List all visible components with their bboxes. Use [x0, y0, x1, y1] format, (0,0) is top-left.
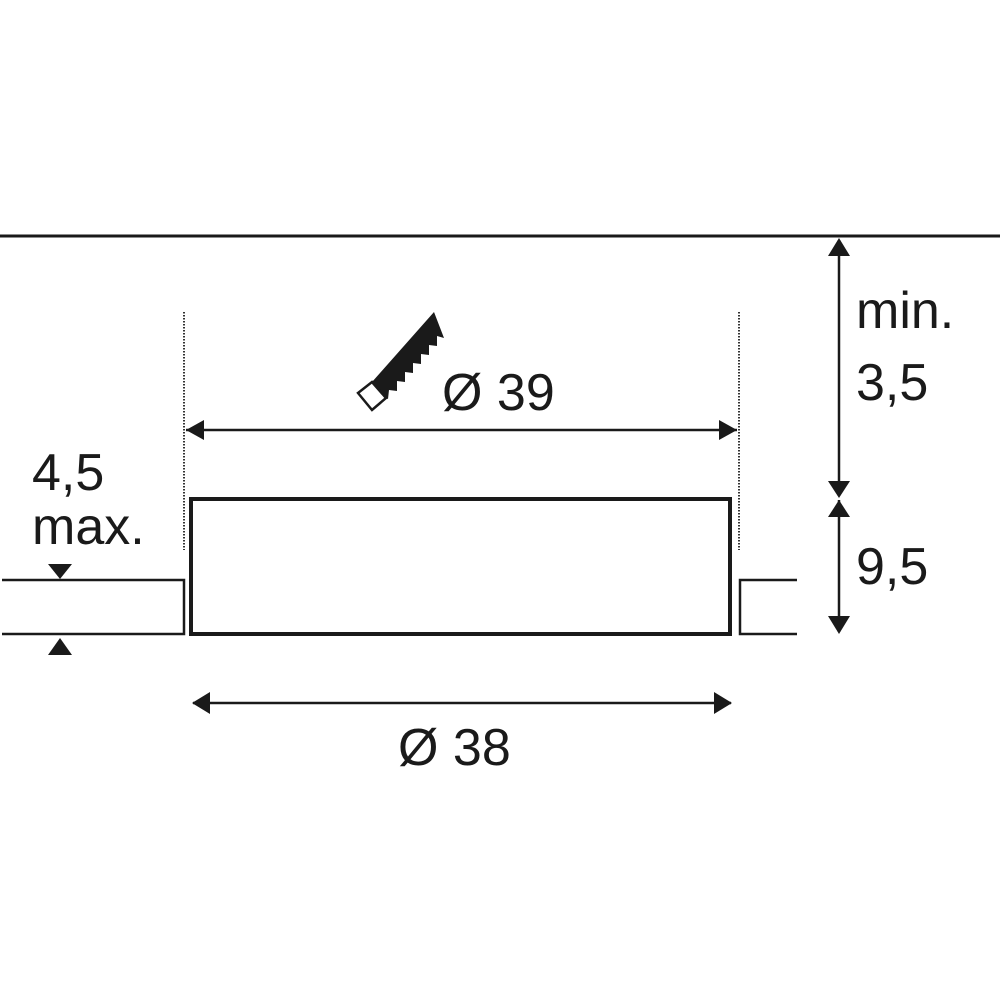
downlight-body [189, 497, 732, 636]
panel-thickness-qualifier: max. [32, 498, 145, 556]
cutout-diameter-arrow [186, 420, 737, 440]
body-height-arrow [828, 500, 850, 634]
ceiling-clearance-qualifier: min. [856, 282, 954, 340]
body-height-value: 9,5 [856, 538, 928, 596]
panel-thickness-value: 4,5 [32, 444, 104, 502]
panel-thickness-arrow-bottom [48, 638, 72, 655]
cutout-diameter-label: Ø 39 [442, 364, 555, 422]
ceiling-clearance-value: 3,5 [856, 354, 928, 412]
panel-thickness-arrow-top [48, 564, 72, 579]
body-diameter-label: Ø 38 [398, 719, 511, 777]
ceiling-panel-right [738, 578, 797, 636]
ceiling-clearance-arrow [828, 238, 850, 498]
saw-icon [356, 312, 444, 412]
body-diameter-arrow [192, 692, 732, 714]
ceiling-panel-left [2, 578, 186, 636]
